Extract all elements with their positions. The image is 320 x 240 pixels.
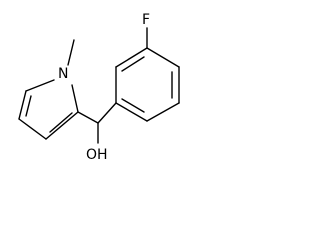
pyrrole-bond (18, 118, 47, 140)
pyrrole-double-bond (25, 95, 32, 117)
benzene-bond (146, 47, 180, 68)
pyrrole-ring (18, 79, 79, 140)
benzene-bond (146, 102, 180, 122)
benzene-double-bond (121, 56, 145, 72)
benzene-double-bond (121, 98, 145, 113)
molecule-drawing: F N OH (18, 12, 180, 163)
methine-to-pyrrole-bond (77, 111, 99, 124)
fluorine-label: F (142, 12, 150, 28)
benzene-bond (115, 102, 148, 122)
pyrrole-double-bond (49, 112, 73, 133)
nitrogen-label: N (58, 66, 68, 82)
ring-to-methine-bond (97, 102, 117, 124)
pyrrole-bond (18, 90, 27, 120)
pyrrole-bond (45, 111, 79, 140)
nitrogen-methyl-bond (67, 39, 75, 66)
pyrrole-bond (25, 79, 55, 92)
benzene-bond (115, 47, 148, 68)
benzene-ring (115, 47, 180, 122)
pyrrole-bond (71, 84, 79, 113)
hydroxyl-label: OH (86, 147, 108, 163)
structure-diagram: F N OH (18, 12, 180, 163)
